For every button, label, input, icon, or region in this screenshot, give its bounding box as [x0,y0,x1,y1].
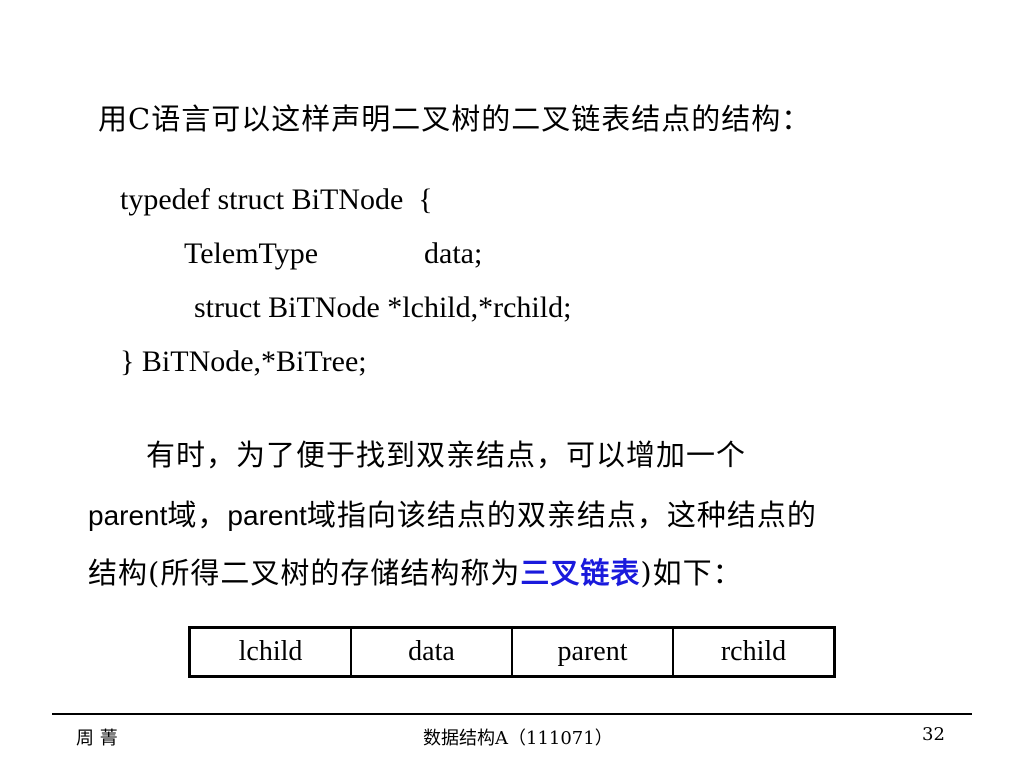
code-line-typedef: typedef struct BiTNode { [120,183,433,216]
code-line-closing: } BiTNode,*BiTree; [120,345,367,378]
table-cell-data: data [350,626,513,678]
parent-term: parent [227,500,307,531]
footer-divider [52,713,972,715]
table-row: lchild data parent rchild [188,626,836,678]
code-line-field-type: TelemType [184,237,319,270]
table-cell-rchild: rchild [672,626,836,678]
footer-page-number: 32 [922,724,945,745]
paragraph-text: 结构(所得二叉树的存储结构称为 [88,556,521,590]
footer-course: 数据结构A（111071） [423,728,613,749]
paragraph-line-3: 结构(所得二叉树的存储结构称为三叉链表)如下： [88,550,743,592]
paragraph-text: )如下： [640,556,743,590]
paragraph-text: 域， [167,498,228,532]
code-line-field-data: data; [424,237,483,270]
table-cell-parent: parent [511,626,674,678]
highlighted-term: 三叉链表 [520,556,641,590]
parent-term: parent [88,500,168,531]
paragraph-line-1: 有时，为了便于找到双亲结点，可以增加一个 [146,438,747,472]
paragraph-line-2: parent域，parent域指向该结点的双亲结点，这种结点的 [88,492,817,534]
code-line-pointers: struct BiTNode *lchild,*rchild; [194,291,572,324]
slide-heading: 用C语言可以这样声明二叉树的二叉链表结点的结构： [98,102,812,136]
footer-author: 周 菁 [76,728,118,749]
node-structure-table: lchild data parent rchild [188,626,836,678]
table-cell-lchild: lchild [188,626,352,678]
paragraph-text: 域指向该结点的双亲结点，这种结点的 [306,498,817,532]
